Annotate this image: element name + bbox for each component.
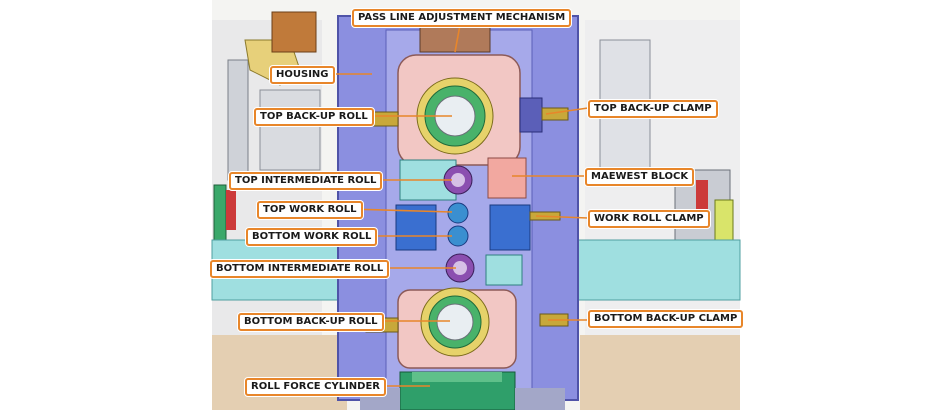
roll-force-cylinder-cap [412,372,502,382]
label-bottom-backup-roll: BOTTOM BACK-UP ROLL [238,313,384,331]
top-backup-clamp-bolt [541,107,569,121]
label-roll-force-cylinder: ROLL FORCE CYLINDER [245,378,386,396]
work-roll-chock-right [489,204,531,251]
left-red-block [226,190,236,230]
left-frame-structure [227,59,249,181]
right-lower-floor [580,335,740,410]
top-work-roll [447,202,469,224]
work-roll-chock-left [395,204,437,251]
label-bottom-backup-clamp: BOTTOM BACK-UP CLAMP [588,310,744,328]
label-bottom-work-roll: BOTTOM WORK ROLL [246,228,378,246]
bottom-backup-roll-neck [436,303,474,341]
left-frame-structure [259,89,321,171]
bottom-intermediate-chock [485,254,523,286]
label-housing: HOUSING [270,66,335,84]
top-backup-clamp-block [519,97,543,133]
label-work-roll-clamp: WORK ROLL CLAMP [588,210,710,228]
leader-work-roll-clamp [535,215,589,219]
leader-top-work-roll [347,208,453,213]
label-top-work-roll: TOP WORK ROLL [257,201,363,219]
maewest-block [487,157,527,199]
label-top-backup-clamp: TOP BACK-UP CLAMP [588,100,718,118]
left-lower-floor [212,335,347,410]
pass-line-mechanism [419,21,491,53]
left-brown-bracket [271,11,317,53]
leader-top-backup-clamp [545,107,589,115]
label-maewest-block: MAEWEST BLOCK [585,168,695,186]
leader-pass-line [454,24,461,53]
label-top-backup-roll: TOP BACK-UP ROLL [254,108,374,126]
label-top-intermediate-roll: TOP INTERMEDIATE ROLL [229,172,383,190]
label-pass-line-adjustment-mechanism: PASS LINE ADJUSTMENT MECHANISM [352,9,572,27]
left-green-actuator [213,184,227,241]
bottom-intermediate-roll-neck [453,261,467,275]
right-green-actuator [714,199,734,243]
label-bottom-intermediate-roll: BOTTOM INTERMEDIATE ROLL [210,260,390,278]
top-intermediate-roll-neck [451,173,465,187]
housing-base-right [515,388,565,410]
